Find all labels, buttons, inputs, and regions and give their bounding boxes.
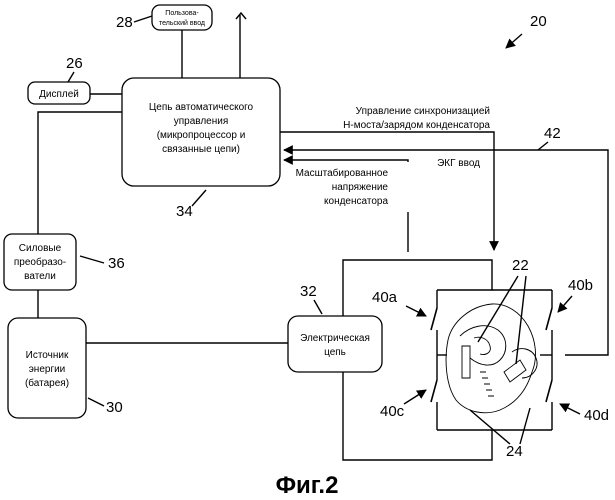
electric-circuit-label-1: Электрическая: [300, 333, 370, 344]
electric-circuit-block: Электрическая цепь: [288, 316, 382, 372]
ref-20: 20: [530, 13, 547, 30]
wires: [38, 13, 608, 460]
power-converters-label-2: преобразо-: [14, 256, 66, 268]
scaled-voltage-label-3: конденсатора: [324, 196, 388, 207]
control-label-3: (микропроцессор и: [157, 130, 246, 141]
leader-32: [314, 300, 322, 314]
electric-circuit-label-2: цепь: [324, 347, 346, 358]
control-block: Цепь автоматического управления (микропр…: [122, 78, 280, 186]
leader-40a: [406, 306, 426, 316]
energy-source-label-1: Источник: [26, 350, 69, 361]
ref-24: 24: [506, 443, 523, 460]
leader-40b: [558, 296, 572, 312]
energy-source-label-2: энергии: [29, 364, 66, 375]
wire-top-rail: [343, 260, 492, 316]
leader-20: [506, 34, 522, 48]
ref-32: 32: [300, 283, 317, 300]
user-input-label-2: тельский ввод: [159, 19, 205, 27]
heart-inner: [474, 337, 490, 354]
heart-outline: [460, 326, 506, 365]
sync-control-label-1: Управление синхронизацией: [356, 106, 490, 117]
wire-scaled-voltage: [284, 160, 408, 162]
rib-marks: [480, 372, 494, 396]
switch-40d: [546, 380, 552, 402]
ref-34: 34: [176, 203, 193, 220]
power-converters-label-3: ватели: [24, 271, 56, 282]
ref-40a: 40a: [372, 289, 398, 306]
figure-caption: Фиг.2: [276, 472, 339, 499]
control-label-4: связанные цепи): [162, 144, 240, 155]
ecg-input-label: ЭКГ ввод: [437, 158, 480, 169]
ref-40b: 40b: [568, 277, 593, 294]
ref-22: 22: [512, 257, 529, 274]
ref-40d: 40d: [584, 407, 609, 424]
wire-control-to-converters: [38, 112, 122, 234]
leader-40c: [404, 390, 426, 404]
switch-40b: [546, 308, 552, 330]
leader-40d: [560, 404, 580, 414]
leader-26: [68, 72, 74, 82]
wire-battery-to-circuit: [77, 343, 288, 372]
signal-labels: Управление синхронизацией Н-моста/зарядо…: [296, 106, 491, 207]
ref-40c: 40c: [380, 403, 405, 420]
leader-24-right: [520, 408, 530, 444]
leader-42: [538, 142, 548, 150]
energy-source-block: Источник энергии (батарея): [8, 318, 86, 418]
user-input-label-1: Пользова-: [165, 10, 199, 17]
display-label: Дисплей: [39, 89, 79, 100]
leader-36: [80, 256, 104, 263]
display-block: Дисплей: [28, 82, 90, 104]
control-label-2: управления: [174, 116, 229, 127]
control-label-1: Цепь автоматического: [149, 102, 254, 113]
leader-24-left: [470, 410, 510, 444]
ref-26: 26: [66, 55, 83, 72]
h-bridge-switches: [431, 308, 552, 402]
leader-30: [88, 398, 104, 406]
electrode-pad-left: [462, 346, 470, 378]
leader-34: [192, 190, 206, 206]
ref-28: 28: [116, 14, 133, 31]
scaled-voltage-label-2: напряжение: [332, 182, 389, 193]
ref-42: 42: [544, 125, 561, 142]
power-converters-label-1: Силовые: [19, 243, 62, 254]
ref-30: 30: [106, 399, 123, 416]
power-converters-block: Силовые преобразо- ватели: [4, 234, 76, 290]
electrode-pad-right: [504, 360, 526, 382]
sync-control-label-2: Н-моста/зарядом конденсатора: [343, 120, 490, 131]
leader-28: [134, 16, 152, 22]
user-input-block: Пользова- тельский ввод: [152, 5, 212, 30]
wire-bottom-rail: [343, 372, 492, 460]
scaled-voltage-label-1: Масштабированное: [296, 167, 389, 179]
antenna-tip: [236, 13, 246, 19]
switch-40c: [431, 380, 437, 402]
ref-36: 36: [108, 255, 125, 272]
electric-circuit-box: [288, 316, 382, 372]
energy-source-label-3: (батарея): [25, 377, 69, 389]
switch-40a: [431, 308, 437, 330]
